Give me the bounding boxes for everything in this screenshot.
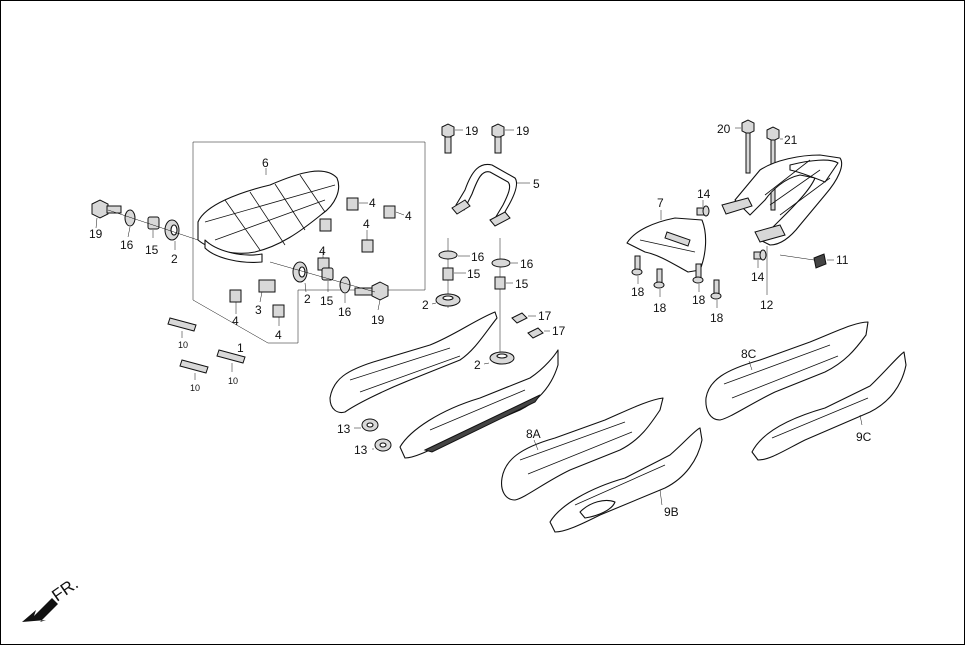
side-cover-8c[interactable]: [705, 321, 869, 421]
label-strip-c: 10: [228, 376, 238, 386]
label-rubber-b: 4: [405, 209, 412, 223]
washer-upper-a[interactable]: [438, 250, 458, 260]
strip[interactable]: [167, 317, 246, 374]
label-pin-a: 14: [697, 187, 711, 201]
label-cushion-b: 13: [354, 443, 368, 457]
plug[interactable]: [813, 253, 827, 269]
pin-a[interactable]: [696, 205, 710, 217]
seat-group-boundary: [192, 141, 426, 344]
label-grommet-left: 2: [171, 252, 178, 266]
nut-b[interactable]: [527, 327, 544, 339]
label-grab-handle: 5: [533, 177, 540, 191]
label-cover-9b: 9B: [664, 505, 679, 519]
label-screw-c: 18: [692, 293, 706, 307]
label-rubber-a: 4: [369, 196, 376, 210]
rubber-block[interactable]: [229, 197, 396, 318]
collar-mid[interactable]: [321, 267, 334, 281]
seat[interactable]: [197, 170, 340, 263]
label-bolt-20: 20: [717, 122, 731, 136]
side-cover-upper-left[interactable]: [329, 311, 498, 414]
cushion-a[interactable]: [361, 418, 379, 432]
rear-cover[interactable]: [626, 217, 707, 273]
bolt-top-a[interactable]: [441, 123, 455, 154]
grab-handle[interactable]: [451, 163, 518, 227]
label-clip: 3: [255, 303, 262, 317]
label-rubber-c: 4: [363, 217, 370, 231]
label-pin-b: 14: [751, 270, 765, 284]
label-cover-8c: 8C: [741, 347, 757, 361]
collar-left[interactable]: [147, 216, 160, 230]
bolt-top-b[interactable]: [491, 123, 505, 154]
label-washer-mid: 16: [338, 305, 352, 319]
bolt-mid[interactable]: [354, 281, 389, 301]
label-cover-9c: 9C: [856, 430, 872, 444]
label-cover-8a: 8A: [526, 427, 541, 441]
grommet-upper-b[interactable]: [489, 351, 515, 365]
washer-upper-b[interactable]: [491, 258, 511, 268]
cushion-b[interactable]: [374, 438, 392, 452]
label-bolt-top-a: 19: [465, 124, 479, 138]
collar-upper-a[interactable]: [442, 267, 454, 281]
label-rear-cover: 7: [657, 196, 664, 210]
label-collar-mid: 15: [320, 294, 334, 308]
label-nut-b: 17: [552, 324, 566, 338]
label-washer-upper-b: 16: [520, 257, 534, 271]
label-collar-left: 15: [145, 243, 159, 257]
label-screw-a: 18: [631, 285, 645, 299]
rear-rack[interactable]: [721, 154, 843, 246]
pin-b[interactable]: [753, 249, 767, 261]
label-grommet-upper-b: 2: [474, 358, 481, 372]
label-bolt-left: 19: [89, 227, 103, 241]
label-strip-a: 10: [178, 340, 188, 350]
grommet-mid[interactable]: [292, 261, 308, 283]
grommet-upper-a[interactable]: [435, 293, 461, 307]
label-screw-d: 18: [710, 311, 724, 325]
nut-a[interactable]: [511, 312, 528, 324]
label-cushion-a: 13: [337, 422, 351, 436]
side-cover-8a[interactable]: [501, 397, 664, 501]
label-bolt-top-b: 19: [516, 124, 530, 138]
washer-left[interactable]: [124, 209, 136, 227]
label-grommet-upper-a: 2: [422, 298, 429, 312]
collar-upper-b[interactable]: [494, 276, 506, 290]
front-arrow-icon: [22, 598, 58, 622]
label-rubber-f: 4: [275, 328, 282, 342]
label-seat-group: 1: [237, 341, 244, 355]
bolt-20[interactable]: [741, 119, 755, 174]
side-cover-9c[interactable]: [751, 351, 907, 461]
label-rubber-e: 4: [232, 314, 239, 328]
label-washer-upper-a: 16: [471, 250, 485, 264]
label-bolt-21: 21: [784, 133, 798, 147]
label-rubber-d: 4: [319, 244, 326, 258]
label-seat: 6: [262, 156, 269, 170]
bolt-left[interactable]: [91, 199, 122, 219]
label-screw-b: 18: [653, 301, 667, 315]
label-strip-b: 10: [190, 383, 200, 393]
label-collar-upper-b: 15: [515, 277, 529, 291]
label-grommet-mid: 2: [304, 292, 311, 306]
label-washer-left: 16: [120, 238, 134, 252]
label-collar-upper-a: 15: [467, 267, 481, 281]
side-cover-9b[interactable]: [549, 427, 703, 533]
label-plug: 11: [836, 253, 849, 267]
label-nut-a: 17: [538, 309, 552, 323]
side-cover-lower-left[interactable]: [399, 349, 559, 459]
grommet-left[interactable]: [164, 219, 180, 241]
label-rack: 12: [760, 298, 774, 312]
label-bolt-mid: 19: [371, 313, 385, 327]
screw[interactable]: [631, 255, 722, 300]
washer-mid[interactable]: [339, 276, 351, 294]
